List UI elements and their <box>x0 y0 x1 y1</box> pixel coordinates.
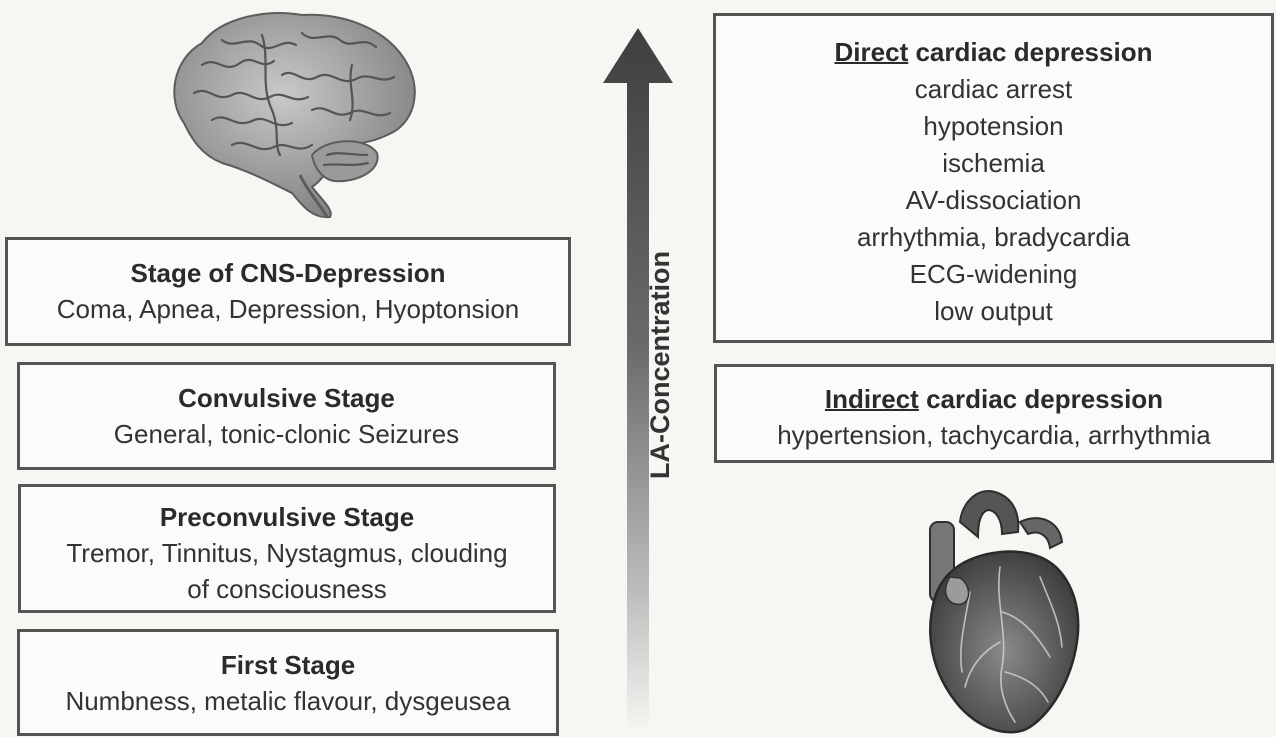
indirect-cardiac-depression-title: Indirect cardiac depression <box>717 381 1271 417</box>
direct-item-av-dissociation: AV-dissociation <box>716 182 1271 219</box>
direct-item-low-output: low output <box>716 293 1271 330</box>
indirect-emphasis: Indirect <box>825 384 919 414</box>
indirect-cardiac-depression-body: hypertension, tachycardia, arrhythmia <box>717 417 1271 453</box>
stage-preconvulsive-title: Preconvulsive Stage <box>21 499 553 535</box>
stage-convulsive-box: Convulsive Stage General, tonic-clonic S… <box>17 362 556 470</box>
stage-preconvulsive-body-line1: Tremor, Tinnitus, Nystagmus, clouding <box>21 535 553 571</box>
indirect-cardiac-depression-box: Indirect cardiac depression hypertension… <box>714 364 1274 463</box>
stage-first-body: Numbness, metalic flavour, dysgeusea <box>20 683 556 719</box>
stage-convulsive-title: Convulsive Stage <box>20 380 553 416</box>
direct-emphasis: Direct <box>835 37 909 67</box>
brain-icon <box>162 5 424 220</box>
stage-convulsive-body: General, tonic-clonic Seizures <box>20 416 553 452</box>
direct-title-rest: cardiac depression <box>908 37 1152 67</box>
stage-first-box: First Stage Numbness, metalic flavour, d… <box>17 629 559 736</box>
direct-cardiac-depression-title: Direct cardiac depression <box>716 34 1271 71</box>
stage-cns-depression-title: Stage of CNS-Depression <box>8 255 568 291</box>
stage-preconvulsive-body-line2: of consciousness <box>21 571 553 607</box>
direct-item-hypotension: hypotension <box>716 108 1271 145</box>
direct-item-cardiac-arrest: cardiac arrest <box>716 71 1271 108</box>
stage-preconvulsive-box: Preconvulsive Stage Tremor, Tinnitus, Ny… <box>18 484 556 613</box>
stage-cns-depression-body: Coma, Apnea, Depression, Hyoptonsion <box>8 291 568 327</box>
heart-icon <box>890 482 1100 737</box>
stage-cns-depression-box: Stage of CNS-Depression Coma, Apnea, Dep… <box>5 237 571 346</box>
stage-first-title: First Stage <box>20 647 556 683</box>
direct-item-ecg-widening: ECG-widening <box>716 256 1271 293</box>
indirect-title-rest: cardiac depression <box>919 384 1163 414</box>
direct-item-arrhythmia-bradycardia: arrhythmia, bradycardia <box>716 219 1271 256</box>
direct-item-ischemia: ischemia <box>716 145 1271 182</box>
la-concentration-axis-label: LA-Concentration <box>642 205 678 525</box>
direct-cardiac-depression-box: Direct cardiac depression cardiac arrest… <box>713 13 1274 343</box>
